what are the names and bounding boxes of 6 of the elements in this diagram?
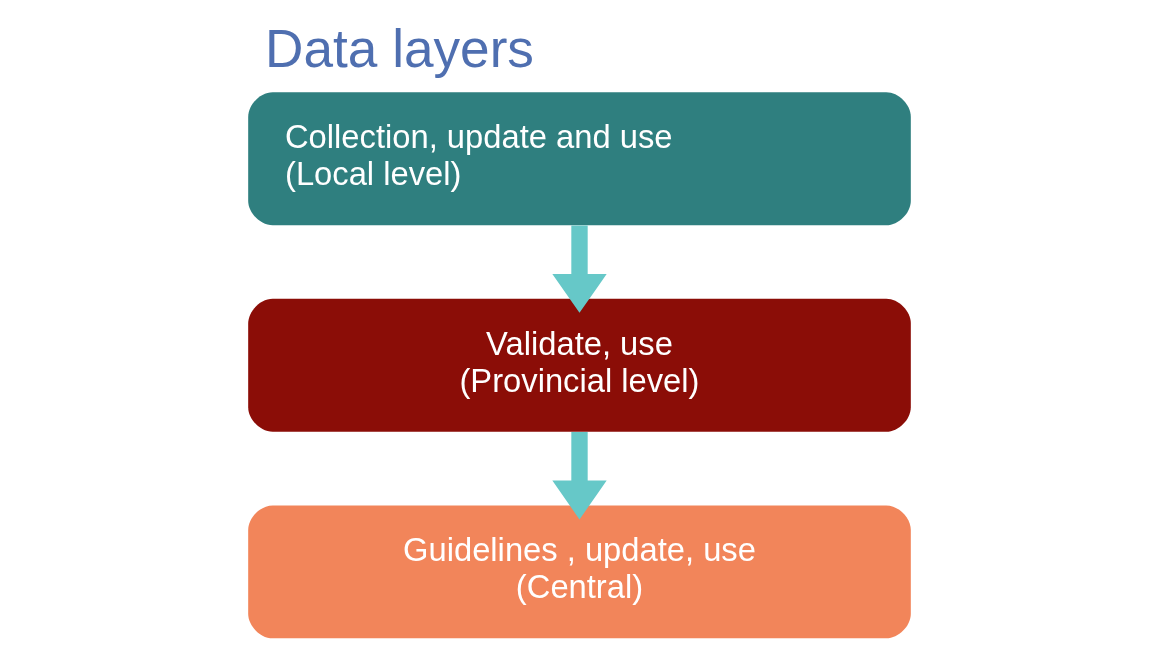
arrow [552,432,607,520]
node-box: Guidelines , update, use (Central) [248,505,911,639]
diagram-title: Data layers [265,19,534,79]
node-box: Validate, use (Provincial level) [248,298,911,432]
arrow [552,225,607,313]
node-box: Collection, update and use (Local level) [248,92,911,226]
